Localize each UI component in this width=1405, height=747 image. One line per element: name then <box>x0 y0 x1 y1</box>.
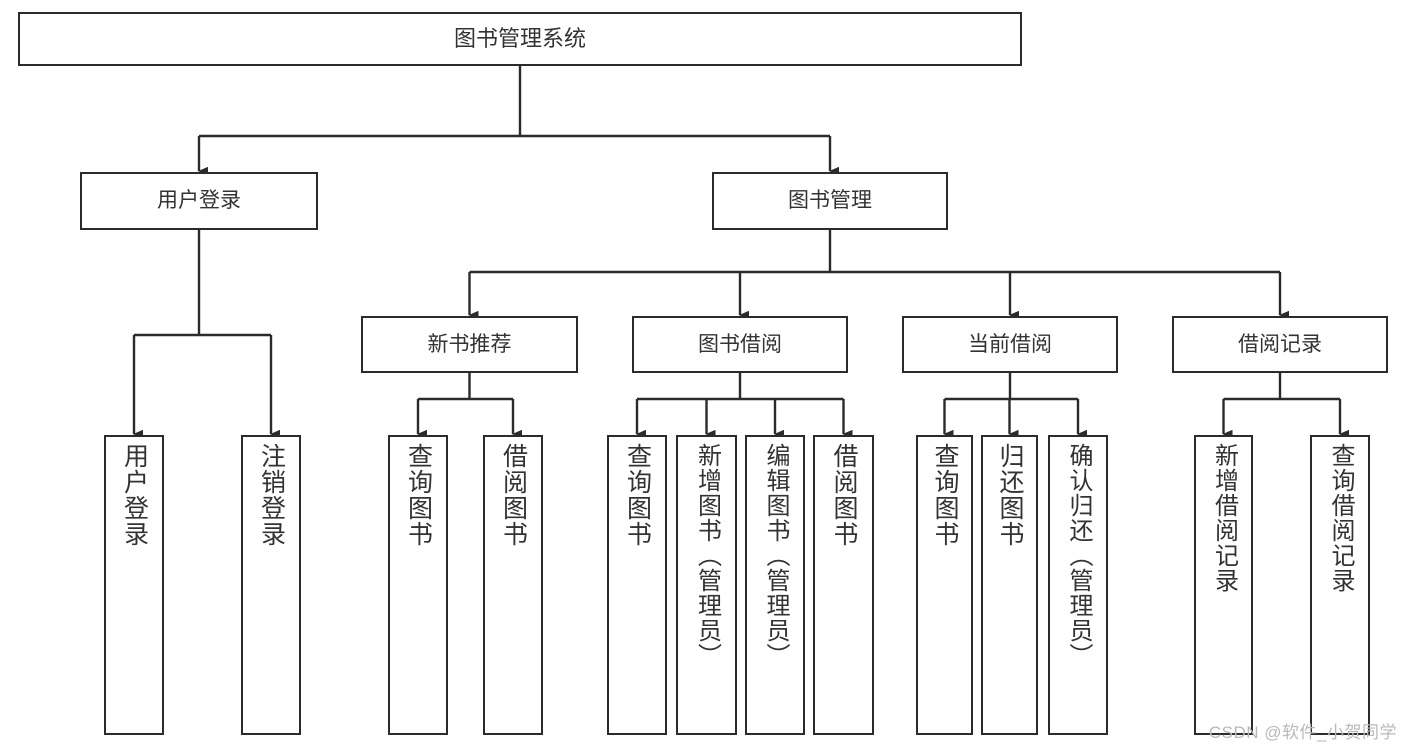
node-label-leaf-add-record: 新增借阅记录 <box>1210 443 1238 593</box>
node-label-leaf-user-login: 用户登录 <box>120 443 149 547</box>
watermark-label: CSDN @软件_小贺同学 <box>1208 723 1397 742</box>
node-leaf-confirm-return[interactable]: 确认归还（管理员） <box>1048 435 1108 735</box>
node-leaf-user-logout[interactable]: 注销登录 <box>241 435 301 735</box>
node-label-book-manage: 图书管理 <box>788 189 872 213</box>
node-label-leaf-edit-book: 编辑图书（管理员） <box>762 443 789 668</box>
node-book-borrow[interactable]: 图书借阅 <box>632 316 848 373</box>
node-label-leaf-borrow-book-2: 借阅图书 <box>830 443 858 547</box>
node-leaf-borrow-book-1[interactable]: 借阅图书 <box>483 435 543 735</box>
node-label-new-book-rec: 新书推荐 <box>427 332 512 356</box>
node-leaf-query-book-1[interactable]: 查询图书 <box>388 435 448 735</box>
node-borrow-record[interactable]: 借阅记录 <box>1172 316 1388 373</box>
node-label-borrow-record: 借阅记录 <box>1238 332 1322 356</box>
node-leaf-borrow-book-2[interactable]: 借阅图书 <box>813 435 874 735</box>
node-user-login[interactable]: 用户登录 <box>80 172 318 230</box>
node-new-book-rec[interactable]: 新书推荐 <box>361 316 578 373</box>
node-label-leaf-query-book-3: 查询图书 <box>931 443 959 547</box>
node-label-leaf-return-book: 归还图书 <box>996 443 1024 547</box>
node-leaf-add-record[interactable]: 新增借阅记录 <box>1194 435 1253 735</box>
node-label-leaf-add-book: 新增图书（管理员） <box>693 443 721 668</box>
node-label-book-borrow: 图书借阅 <box>698 332 782 356</box>
node-book-manage[interactable]: 图书管理 <box>712 172 948 230</box>
node-label-leaf-query-book-1: 查询图书 <box>404 443 433 547</box>
node-label-leaf-borrow-book-1: 借阅图书 <box>499 443 528 547</box>
node-root[interactable]: 图书管理系统 <box>18 12 1022 66</box>
node-leaf-query-book-2[interactable]: 查询图书 <box>607 435 667 735</box>
node-leaf-query-record[interactable]: 查询借阅记录 <box>1310 435 1370 735</box>
node-leaf-query-book-3[interactable]: 查询图书 <box>916 435 973 735</box>
node-label-leaf-query-record: 查询借阅记录 <box>1327 443 1354 593</box>
node-label-leaf-query-book-2: 查询图书 <box>623 443 652 547</box>
node-leaf-return-book[interactable]: 归还图书 <box>981 435 1038 735</box>
node-leaf-edit-book[interactable]: 编辑图书（管理员） <box>745 435 805 735</box>
node-label-leaf-user-logout: 注销登录 <box>257 443 286 547</box>
node-leaf-add-book[interactable]: 新增图书（管理员） <box>676 435 737 735</box>
node-label-user-login: 用户登录 <box>157 189 241 213</box>
node-label-current-borrow: 当前借阅 <box>968 332 1052 356</box>
node-current-borrow[interactable]: 当前借阅 <box>902 316 1118 373</box>
node-label-leaf-confirm-return: 确认归还（管理员） <box>1065 443 1092 668</box>
node-label-root: 图书管理系统 <box>453 25 586 51</box>
node-leaf-user-login[interactable]: 用户登录 <box>104 435 164 735</box>
